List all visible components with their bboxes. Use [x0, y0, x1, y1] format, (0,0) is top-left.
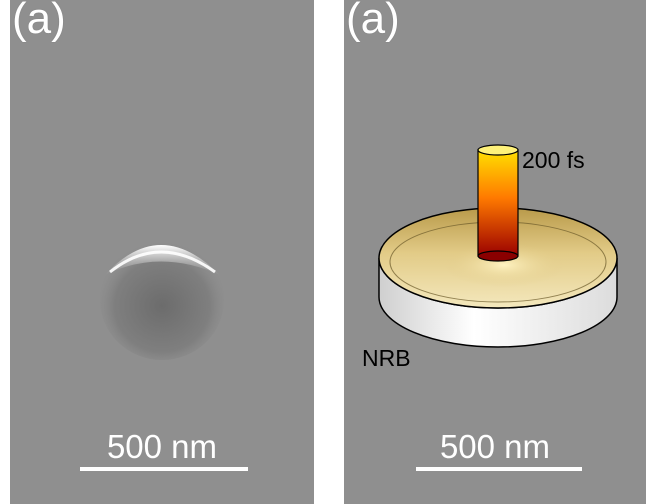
pulse-duration-label: 200 fs — [522, 147, 585, 173]
sem-image-panel-left: (a) 500 nm — [10, 0, 314, 504]
sem-background — [10, 0, 314, 504]
sem-background-with-schematic — [344, 0, 646, 504]
panel-label: (a) — [12, 0, 66, 43]
nanobump-highlight — [105, 245, 220, 275]
scale-bar — [416, 467, 582, 471]
nrb-label: NRB — [362, 345, 411, 371]
nanobump-body — [100, 240, 224, 360]
sem-image-panel-right: (a) 200 fs NRB 500 nm — [344, 0, 646, 504]
scale-bar-label: 500 nm — [106, 428, 218, 465]
scale-bar — [80, 467, 248, 471]
laser-pulse-rod — [477, 149, 519, 257]
scale-bar-label: 500 nm — [439, 428, 551, 465]
panel-label: (a) — [346, 0, 400, 43]
